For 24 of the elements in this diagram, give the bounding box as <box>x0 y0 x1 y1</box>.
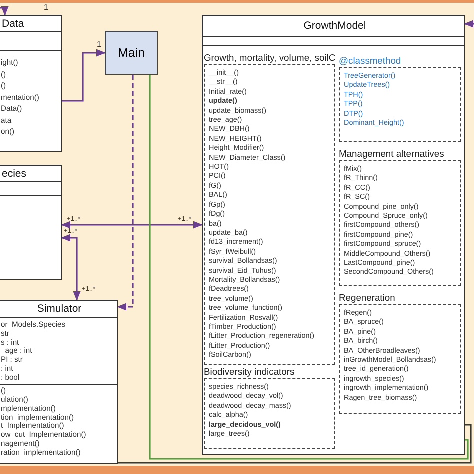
multiplicity-label: 1 <box>44 3 48 12</box>
class-name: Data <box>0 16 61 32</box>
class-box <box>202 15 465 455</box>
arrow <box>61 221 203 229</box>
class-name: GrowthModel <box>203 16 464 37</box>
group-title: Biodiversity indicators <box>204 366 296 378</box>
class-box <box>0 15 62 152</box>
class-box <box>0 165 62 280</box>
connector-line <box>118 424 472 464</box>
group-title: Regeneration <box>339 292 396 304</box>
arrow <box>0 6 9 16</box>
connector-line <box>149 75 469 460</box>
arrow <box>61 234 81 301</box>
class-box: Main <box>105 31 158 75</box>
class-name: ecies <box>0 166 61 182</box>
class-name: Simulator <box>0 301 117 318</box>
multiplicity-label: 1 <box>97 40 102 49</box>
arrow <box>117 75 134 311</box>
arrow <box>464 20 474 28</box>
class-box <box>0 300 118 464</box>
group-title: Management alternatives <box>339 148 446 160</box>
arrow <box>62 49 106 102</box>
group-title: Growth, mortality, volume, soilC <box>204 52 335 64</box>
group-title: @classmethod <box>339 55 402 67</box>
